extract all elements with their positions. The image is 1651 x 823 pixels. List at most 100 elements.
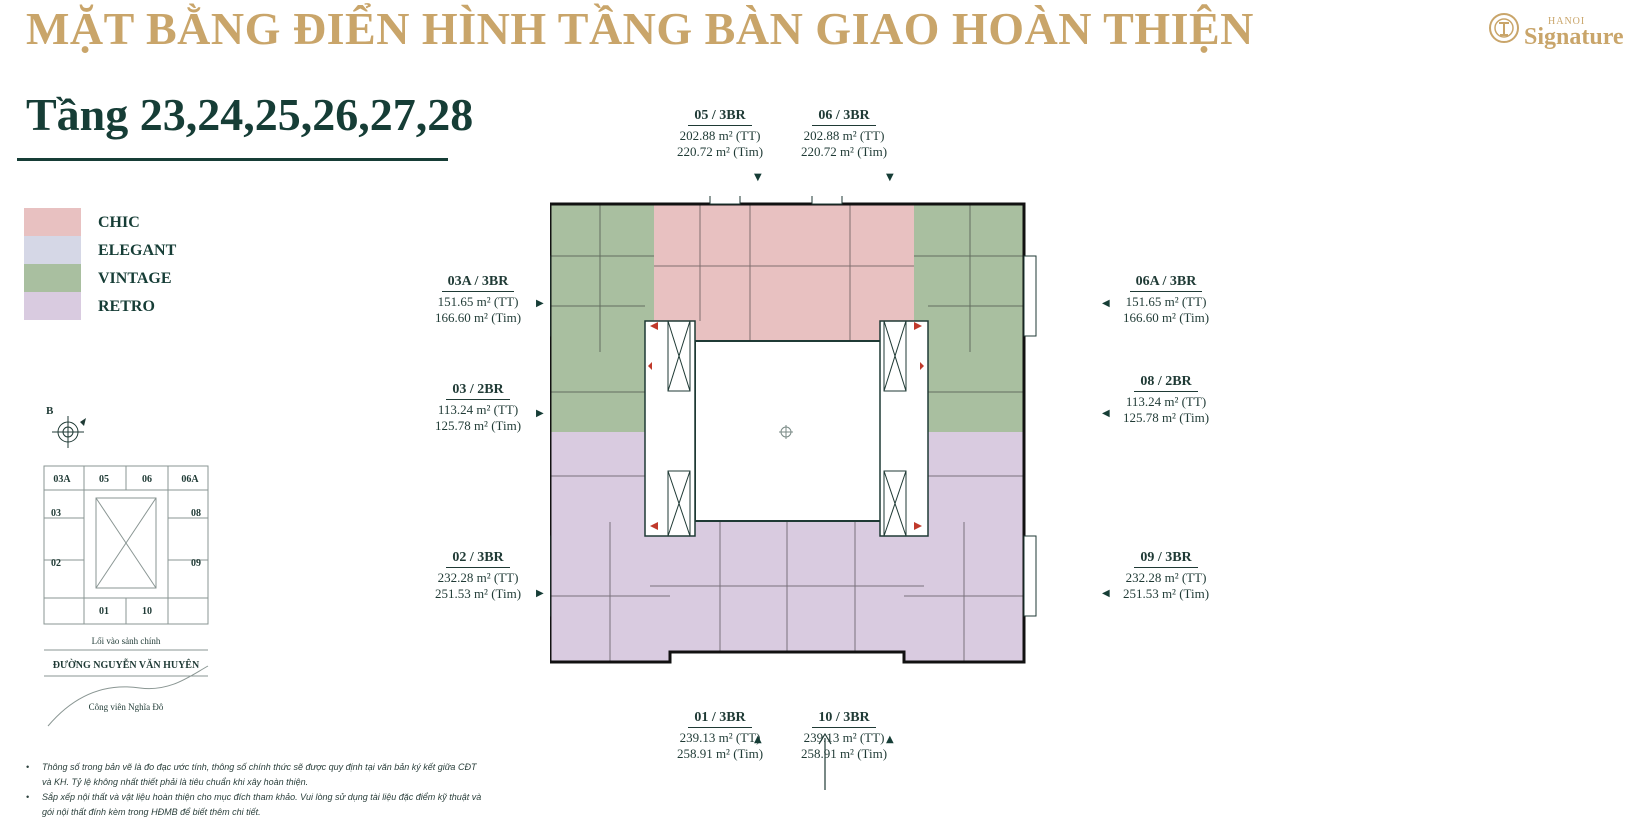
exit-markers bbox=[648, 322, 924, 530]
unit-label-09: 09 / 3BR 232.28 m² (TT) 251.53 m² (Tim) bbox=[1086, 548, 1246, 602]
unit-area-tim: 251.53 m² (Tim) bbox=[434, 586, 522, 601]
unit-label-08: 08 / 2BR 113.24 m² (TT) 125.78 m² (Tim) bbox=[1086, 372, 1246, 426]
key-plan: B 03A 05 06 06A bbox=[40, 400, 230, 740]
zone-01 bbox=[650, 522, 787, 652]
zone-09-top bbox=[928, 432, 1024, 522]
courtyard-center-icon bbox=[779, 425, 793, 439]
elevator-cores bbox=[667, 320, 907, 537]
legend-item-vintage: VINTAGE bbox=[24, 264, 224, 292]
unit-name: 10 / 3BR bbox=[812, 710, 876, 728]
corridor-west bbox=[644, 320, 696, 537]
compass-icon bbox=[52, 416, 86, 448]
page-title: MẶT BẰNG ĐIỂN HÌNH TẦNG BÀN GIAO HOÀN TH… bbox=[26, 3, 1254, 54]
unit-area-tim: 251.53 m² (Tim) bbox=[1122, 586, 1210, 601]
unit-area-tim: 220.72 m² (Tim) bbox=[800, 144, 888, 159]
arrow-right-icon: ▶ bbox=[536, 588, 544, 599]
unit-area-tt: 202.88 m² (TT) bbox=[679, 128, 761, 143]
courtyard bbox=[694, 340, 882, 522]
unit-area-tim: 258.91 m² (Tim) bbox=[800, 746, 888, 761]
legend-label: RETRO bbox=[98, 298, 155, 315]
outer-wall bbox=[548, 202, 1026, 664]
legend-label: ELEGANT bbox=[98, 242, 177, 259]
zone-02-top bbox=[550, 432, 645, 522]
park-outline bbox=[47, 665, 209, 727]
legend-swatch-retro bbox=[24, 292, 81, 320]
unit-area-tt: 232.28 m² (TT) bbox=[1125, 570, 1207, 585]
street-label: ĐƯỜNG NGUYỄN VĂN HUYÊN bbox=[53, 658, 200, 671]
unit-area-tt: 239.13 m² (TT) bbox=[679, 730, 761, 745]
unit-area-tim: 166.60 m² (Tim) bbox=[434, 310, 522, 325]
brand-logo: HANOI Signature bbox=[1488, 6, 1638, 52]
unit-name: 06A / 3BR bbox=[1129, 274, 1203, 292]
unit-name: 01 / 3BR bbox=[688, 710, 752, 728]
arrow-left-icon: ◀ bbox=[1102, 408, 1110, 419]
key-unit-02: 02 bbox=[51, 558, 61, 569]
zone-06a bbox=[914, 204, 1024, 352]
footnote: Sắp xếp nội thất và vật liệu hoàn thiện … bbox=[26, 790, 486, 820]
unit-area-tt: 202.88 m² (TT) bbox=[803, 128, 885, 143]
logo-wordmark: Signature bbox=[1524, 24, 1624, 50]
unit-area-tt: 113.24 m² (TT) bbox=[1125, 394, 1207, 409]
emblem-icon bbox=[1489, 13, 1519, 43]
arrow-down-icon: ▼ bbox=[886, 172, 894, 183]
interior-walls bbox=[550, 204, 1024, 662]
unit-label-03a: 03A / 3BR 151.65 m² (TT) 166.60 m² (Tim) bbox=[398, 272, 558, 326]
unit-label-06a: 06A / 3BR 151.65 m² (TT) 166.60 m² (Tim) bbox=[1086, 272, 1246, 326]
footnotes: Thông số trong bản vẽ là đo đạc ước tính… bbox=[26, 760, 486, 820]
key-unit-08: 08 bbox=[191, 508, 201, 519]
arrow-left-icon: ◀ bbox=[1102, 298, 1110, 309]
unit-area-tim: 258.91 m² (Tim) bbox=[676, 746, 764, 761]
key-unit-10: 10 bbox=[142, 606, 152, 617]
unit-name: 09 / 3BR bbox=[1134, 550, 1198, 568]
key-unit-01: 01 bbox=[99, 606, 109, 617]
unit-area-tt: 151.65 m² (TT) bbox=[437, 294, 519, 309]
arrow-up-icon: ▲ bbox=[754, 734, 762, 745]
unit-label-06: 06 / 3BR 202.88 m² (TT) 220.72 m² (Tim) bbox=[764, 106, 924, 160]
unit-name: 06 / 3BR bbox=[812, 108, 876, 126]
unit-name: 08 / 2BR bbox=[1134, 374, 1198, 392]
legend-item-retro: RETRO bbox=[24, 292, 224, 320]
unit-area-tim: 166.60 m² (Tim) bbox=[1122, 310, 1210, 325]
key-plan-outline bbox=[43, 465, 209, 625]
legend-swatch-vintage bbox=[24, 264, 81, 292]
park-label: Công viên Nghĩa Đô bbox=[89, 702, 164, 712]
unit-label-02: 02 / 3BR 232.28 m² (TT) 251.53 m² (Tim) bbox=[398, 548, 558, 602]
unit-label-01: 01 / 3BR 239.13 m² (TT) 258.91 m² (Tim) bbox=[640, 708, 800, 762]
arrow-left-icon: ◀ bbox=[1102, 588, 1110, 599]
key-unit-09: 09 bbox=[191, 558, 201, 569]
key-unit-05: 05 bbox=[99, 474, 109, 485]
unit-area-tt: 151.65 m² (TT) bbox=[1125, 294, 1207, 309]
key-unit-03a: 03A bbox=[53, 474, 71, 485]
legend-label: VINTAGE bbox=[98, 270, 172, 287]
legend-swatch-chic bbox=[24, 208, 81, 236]
key-unit-03: 03 bbox=[51, 508, 61, 519]
unit-area-tim: 125.78 m² (Tim) bbox=[1122, 410, 1210, 425]
unit-area-tim: 125.78 m² (Tim) bbox=[434, 418, 522, 433]
key-unit-06: 06 bbox=[142, 474, 152, 485]
unit-label-10: 10 / 3BR 239.13 m² (TT) 258.91 m² (Tim) bbox=[764, 708, 924, 762]
unit-label-05: 05 / 3BR 202.88 m² (TT) 220.72 m² (Tim) bbox=[640, 106, 800, 160]
unit-name: 02 / 3BR bbox=[446, 550, 510, 568]
corridor-east bbox=[879, 320, 929, 537]
floor-plan bbox=[537, 191, 1095, 698]
footnote: Thông số trong bản vẽ là đo đạc ước tính… bbox=[26, 760, 486, 790]
unit-name: 03A / 3BR bbox=[441, 274, 515, 292]
key-unit-06a: 06A bbox=[181, 474, 199, 485]
unit-area-tt: 113.24 m² (TT) bbox=[437, 402, 519, 417]
logo-city: HANOI bbox=[1548, 16, 1586, 27]
arrow-right-icon: ▶ bbox=[536, 408, 544, 419]
key-plan-drawing: B 03A 05 06 06A bbox=[43, 405, 209, 727]
arrow-down-icon: ▼ bbox=[754, 172, 762, 183]
legend: CHIC ELEGANT VINTAGE RETRO bbox=[24, 208, 224, 320]
zone-03a bbox=[550, 204, 660, 352]
floor-plan-drawing bbox=[537, 191, 1037, 664]
arrow-right-icon: ▶ bbox=[536, 298, 544, 309]
north-label: B bbox=[46, 405, 54, 417]
legend-item-chic: CHIC bbox=[24, 208, 224, 236]
unit-area-tim: 220.72 m² (Tim) bbox=[676, 144, 764, 159]
legend-item-elegant: ELEGANT bbox=[24, 236, 224, 264]
floor-title: Tầng 23,24,25,26,27,28 bbox=[26, 89, 474, 140]
arrow-up-icon: ▲ bbox=[886, 734, 894, 745]
unit-name: 03 / 2BR bbox=[446, 382, 510, 400]
unit-label-03: 03 / 2BR 113.24 m² (TT) 125.78 m² (Tim) bbox=[398, 380, 558, 434]
